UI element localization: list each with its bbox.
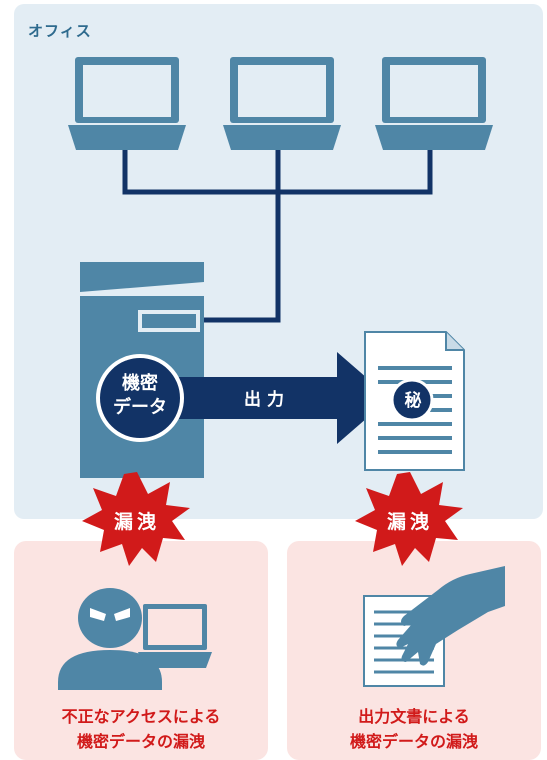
risk-caption-unauthorized-access: 不正なアクセスによる 機密データの漏洩 [61,707,221,751]
hand-icon [396,566,505,666]
attacker-icon [58,588,162,690]
secret-mark-label: 秘 [404,391,422,411]
leak-label-left: 漏洩 [113,511,160,533]
confidential-data-label: 機密 データ [113,373,167,418]
leak-burst-icon [82,472,190,566]
network-lines [122,150,433,323]
risk-caption-printed-documents: 出力文書による 機密データの漏洩 [349,707,478,751]
secret-stamp-icon [390,378,434,422]
laptop-icon [68,57,186,150]
leak-label-right: 漏洩 [386,511,433,533]
laptop-icon [375,57,493,150]
output-arrow [160,352,390,444]
risk-box-unauthorized-access [14,541,268,760]
leak-burst-icon [355,472,463,566]
office-label: オフィス [28,22,92,40]
attacker-laptop-icon [138,604,212,668]
document-icon [364,331,465,471]
output-label: 出力 [244,390,290,410]
laptop-icon [223,57,341,150]
confidential-data-icon [96,354,184,442]
